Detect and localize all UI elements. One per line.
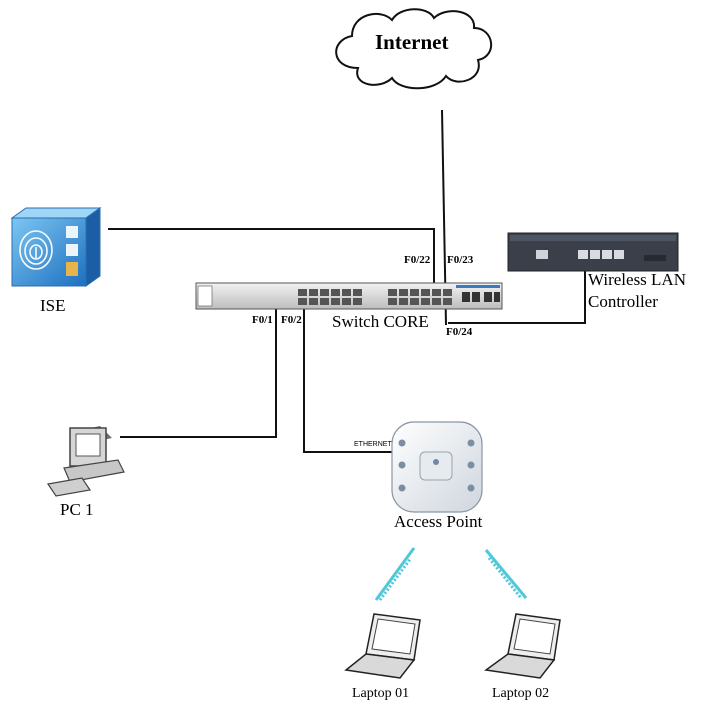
port-label-f024: F0/24 <box>446 326 473 338</box>
port-label-f023: F0/23 <box>447 254 474 266</box>
port-label-f022: F0/22 <box>404 254 431 266</box>
wlc-label-line2: Controller <box>588 292 658 311</box>
access-point-label: Access Point <box>394 512 483 531</box>
wlc-label-line1: Wireless LAN <box>588 270 686 289</box>
link-ap-switch <box>303 292 396 453</box>
pc-icon <box>46 426 125 497</box>
port-label-f02: F0/2 <box>281 314 302 326</box>
port-label-f01: F0/1 <box>252 314 273 326</box>
pc-label: PC 1 <box>60 500 94 519</box>
switch-icon <box>195 282 503 310</box>
link-wlc-switch <box>448 262 586 324</box>
link-pc-switch <box>120 291 302 438</box>
laptop-02-label: Laptop 02 <box>492 686 550 701</box>
connections <box>108 109 586 453</box>
ise-label: ISE <box>40 296 66 315</box>
ethernet-label: ETHERNET <box>354 441 392 448</box>
laptop-01-label: Laptop 01 <box>352 686 410 701</box>
wlc-icon <box>507 232 679 272</box>
internet-label: Internet <box>375 30 449 54</box>
laptop-icon <box>344 613 421 679</box>
access-point-icon <box>391 421 483 513</box>
link-ise-switch <box>108 228 435 295</box>
ise-appliance-icon <box>10 207 102 287</box>
laptop-icon <box>484 613 561 679</box>
cloud-icon <box>335 8 493 90</box>
wifi-signal-icon <box>374 547 528 601</box>
switch-label: Switch CORE <box>332 312 429 331</box>
